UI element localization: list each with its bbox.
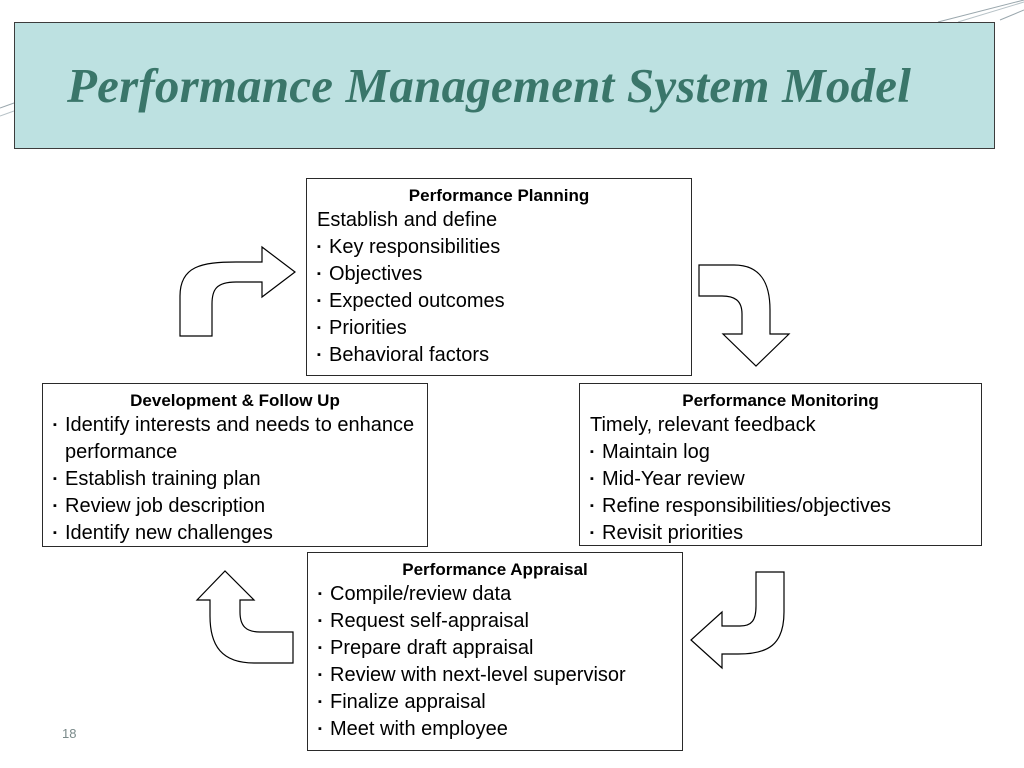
list-item: ▪Priorities	[317, 315, 691, 342]
list-item: ▪Compile/review data	[318, 581, 682, 608]
performance-appraisal-title: Performance Appraisal	[402, 560, 588, 579]
slide-title: Performance Management System Model	[67, 58, 912, 113]
bullet-icon: ▪	[318, 642, 322, 654]
list-item: ▪Key responsibilities	[317, 234, 691, 261]
list-item: ▪Review with next-level supervisor	[318, 662, 682, 689]
list-item: ▪Revisit priorities	[590, 520, 981, 547]
bullet-icon: ▪	[590, 473, 594, 485]
list-item: ▪Refine responsibilities/objectives	[590, 493, 981, 520]
bullet-icon: ▪	[318, 723, 322, 735]
page-number: 18	[62, 726, 77, 741]
bullet-icon: ▪	[53, 473, 57, 485]
list-item: ▪Mid-Year review	[590, 466, 981, 493]
list-item: ▪Expected outcomes	[317, 288, 691, 315]
list-item: ▪Meet with employee	[318, 716, 682, 743]
development-follow-up-box: Development & Follow Up ▪Identify intere…	[42, 383, 428, 547]
development-follow-up-title: Development & Follow Up	[130, 391, 340, 410]
development-follow-up-list: ▪Identify interests and needs to enhance…	[43, 412, 427, 547]
bullet-icon: ▪	[318, 588, 322, 600]
bullet-icon: ▪	[590, 500, 594, 512]
list-item: ▪Review job description	[53, 493, 427, 520]
list-item: ▪Objectives	[317, 261, 691, 288]
performance-planning-lead: Establish and define	[317, 209, 498, 231]
bullet-icon: ▪	[317, 241, 321, 253]
bullet-icon: ▪	[318, 696, 322, 708]
performance-planning-box: Performance Planning Establish and defin…	[306, 178, 692, 376]
bullet-icon: ▪	[318, 669, 322, 681]
bullet-icon: ▪	[317, 322, 321, 334]
performance-appraisal-box: Performance Appraisal ▪Compile/review da…	[307, 552, 683, 751]
performance-planning-title: Performance Planning	[408, 186, 590, 205]
list-item: ▪Prepare draft appraisal	[318, 635, 682, 662]
bullet-icon: ▪	[317, 295, 321, 307]
performance-monitoring-title: Performance Monitoring	[682, 391, 879, 410]
list-item: ▪Identify new challenges	[53, 520, 427, 547]
bullet-icon: ▪	[590, 446, 594, 458]
bullet-icon: ▪	[53, 500, 57, 512]
performance-monitoring-list: ▪Maintain log ▪Mid-Year review ▪Refine r…	[580, 439, 981, 547]
performance-appraisal-list: ▪Compile/review data ▪Request self-appra…	[308, 581, 682, 743]
bullet-icon: ▪	[590, 527, 594, 539]
bullet-icon: ▪	[53, 527, 57, 539]
list-item: ▪Maintain log	[590, 439, 981, 466]
list-item: ▪Establish training plan	[53, 466, 427, 493]
title-banner: Performance Management System Model	[14, 22, 995, 149]
list-item: ▪Finalize appraisal	[318, 689, 682, 716]
list-item: ▪Request self-appraisal	[318, 608, 682, 635]
list-item: ▪Identify interests and needs to enhance…	[53, 414, 415, 463]
list-item: ▪Behavioral factors	[317, 342, 691, 369]
performance-monitoring-box: Performance Monitoring Timely, relevant …	[579, 383, 982, 546]
performance-monitoring-lead: Timely, relevant feedback	[590, 414, 816, 436]
bullet-icon: ▪	[317, 349, 321, 361]
performance-planning-list: ▪Key responsibilities ▪Objectives ▪Expec…	[307, 234, 691, 369]
bullet-icon: ▪	[318, 615, 322, 627]
bullet-icon: ▪	[317, 268, 321, 280]
bullet-icon: ▪	[53, 419, 57, 431]
